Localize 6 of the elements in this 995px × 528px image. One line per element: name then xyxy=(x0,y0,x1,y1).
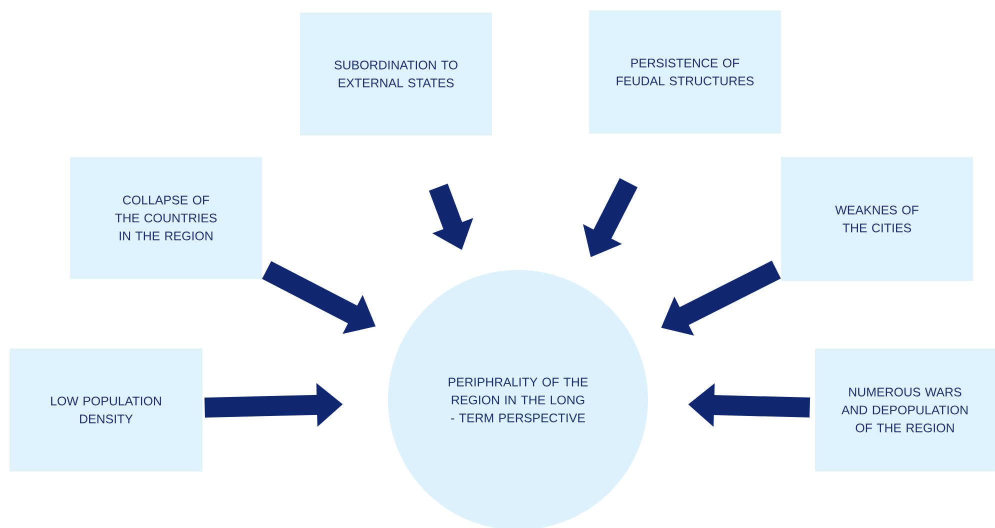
factor-box: WEAKNES OF THE CITIES xyxy=(781,157,973,281)
factor-box: NUMEROUS WARS AND DEPOPULATION OF THE REGION xyxy=(815,348,995,472)
factor-box: LOW POPULATION DENSITY xyxy=(10,348,202,472)
factor-box: SUBORDINATION TO EXTERNAL STATES xyxy=(300,12,492,136)
factor-box: PERSISTENCE OF FEUDAL STRUCTURES xyxy=(589,10,781,134)
factor-box: COLLAPSE OF THE COUNTRIES IN THE REGION xyxy=(70,157,262,279)
